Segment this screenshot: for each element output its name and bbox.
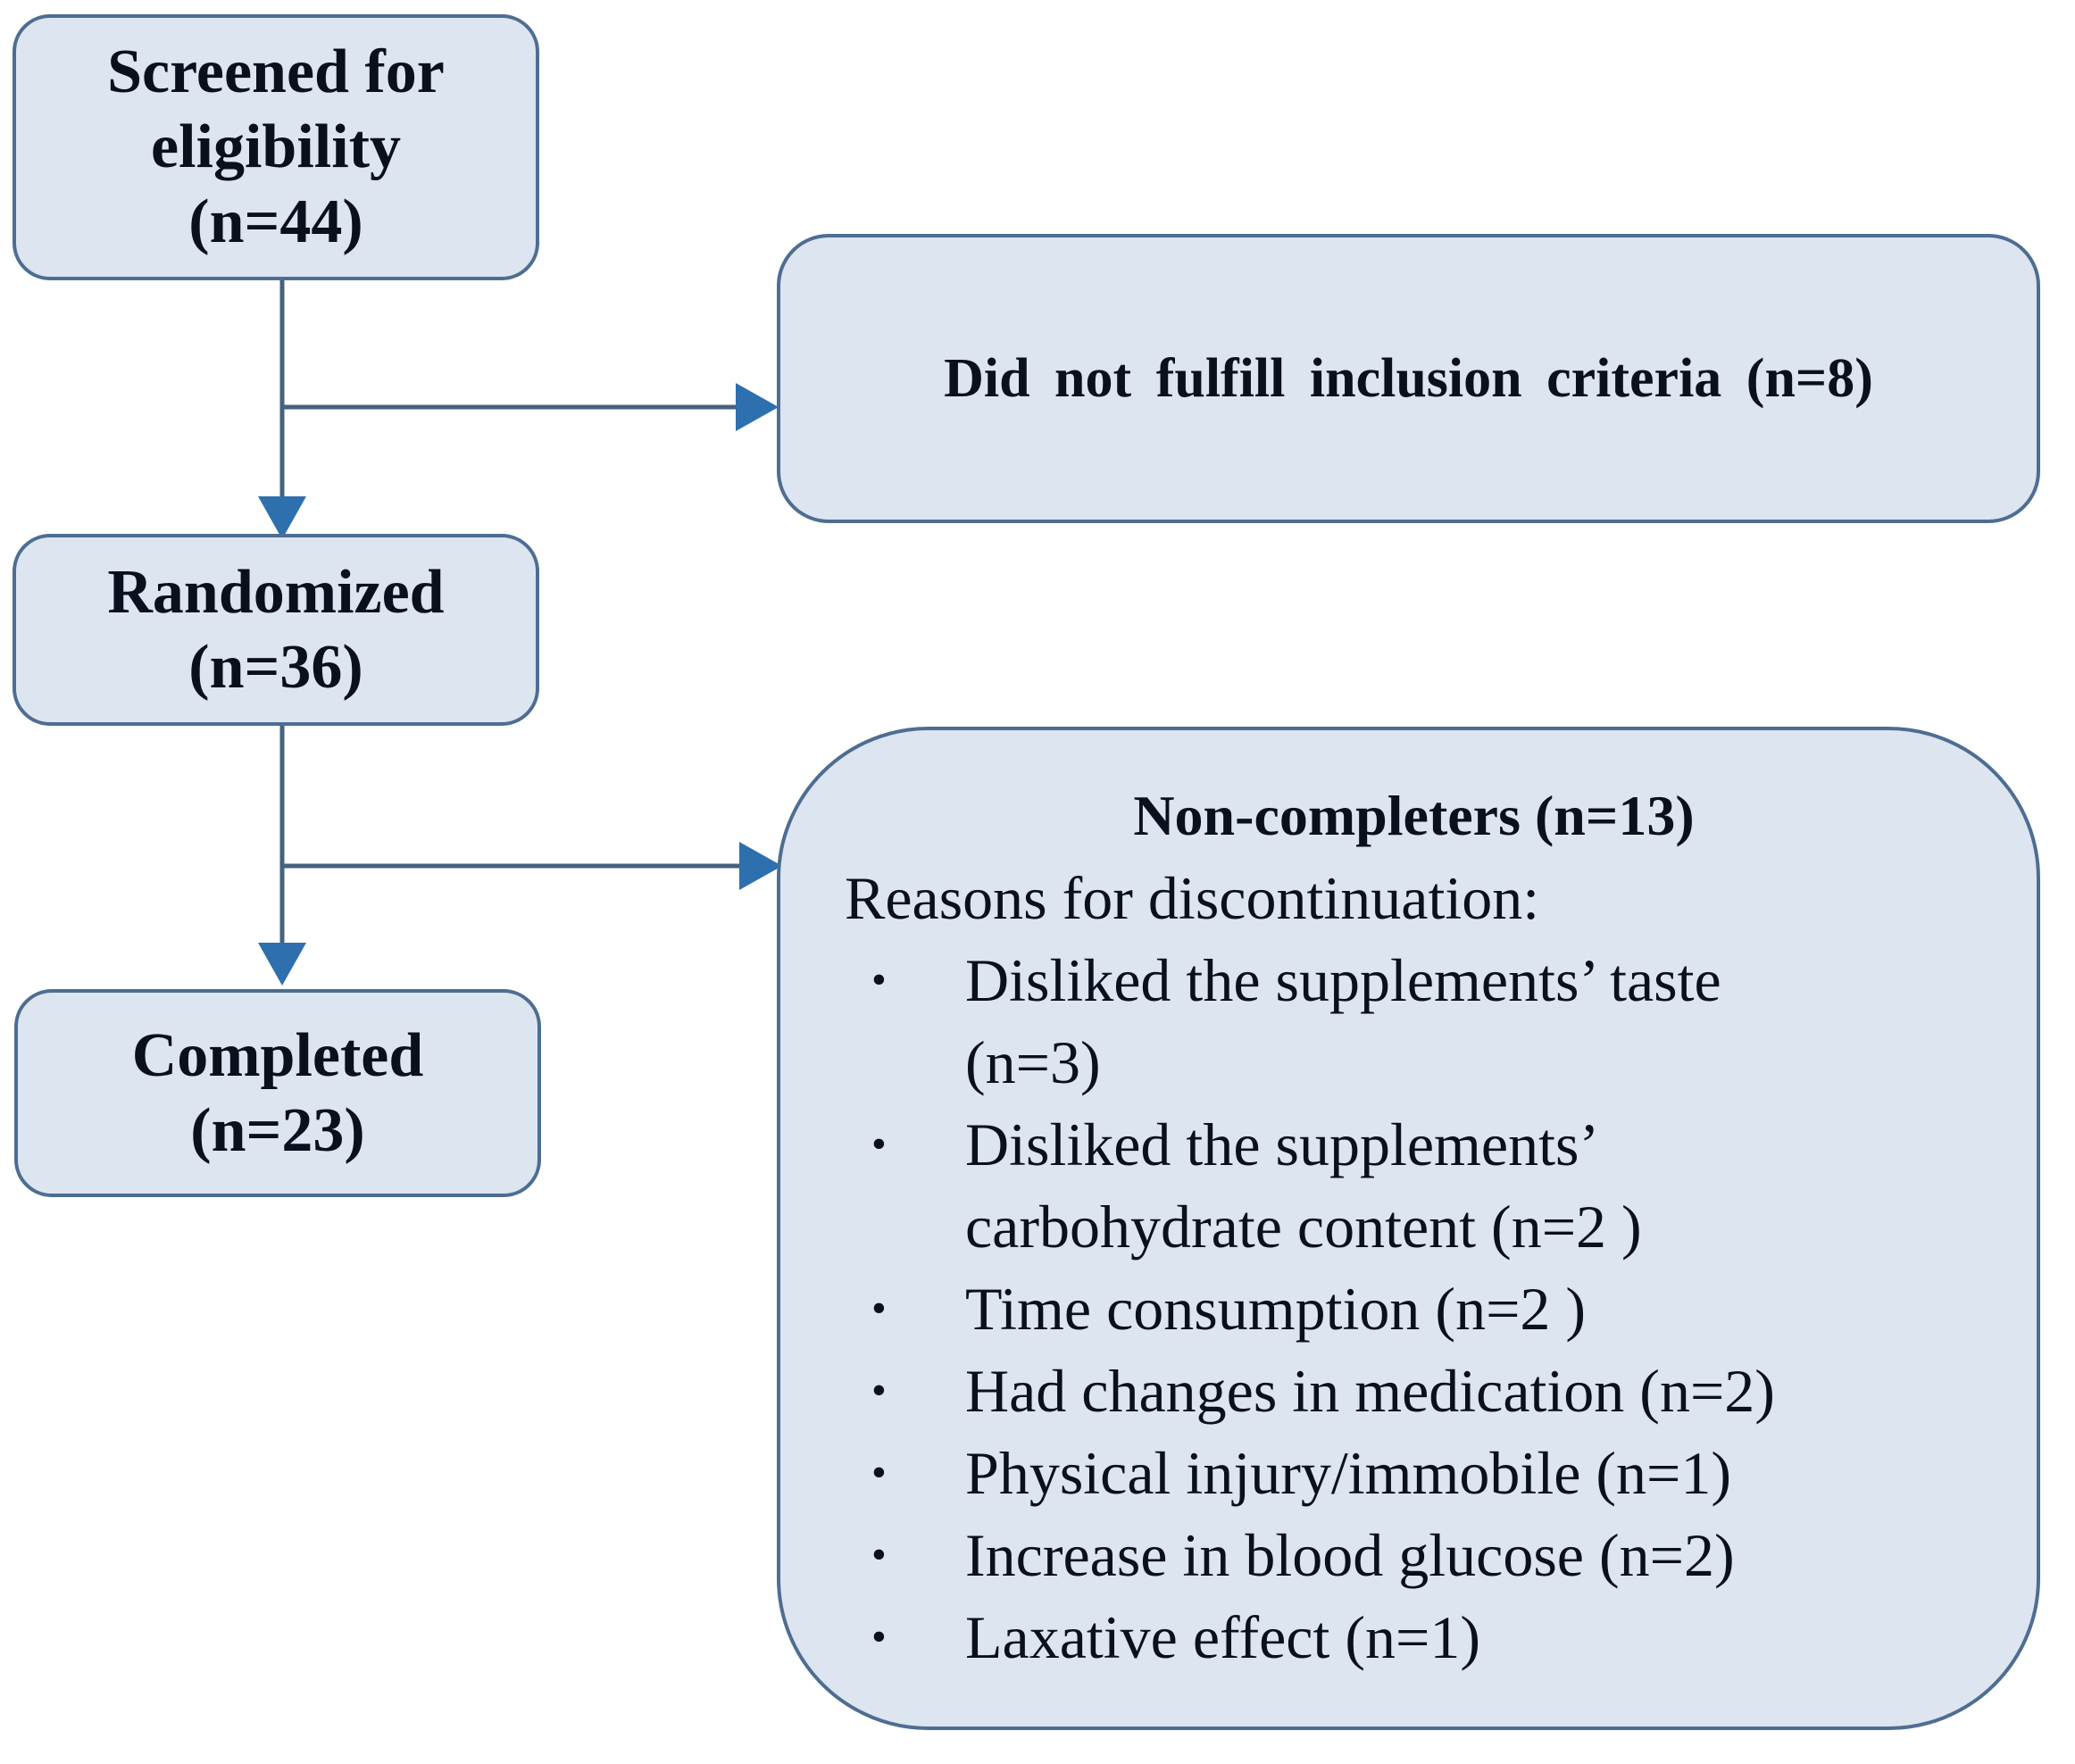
list-item: • Increase in blood glucose (n=2)	[845, 1514, 1983, 1596]
arrow-screened-to-randomized	[258, 280, 306, 539]
list-item: • Time consumption (n=2 )	[845, 1268, 1983, 1350]
arrow-randomized-to-noncompleters	[282, 842, 782, 890]
bullet-icon: •	[871, 1367, 887, 1414]
bullet-text: Disliked the supplements’ taste (n=3)	[965, 946, 1721, 1096]
bullet-text: Disliked the supplements’ carbohydrate c…	[965, 1111, 1642, 1261]
bullet-icon: •	[871, 1120, 887, 1168]
list-item: • Had changes in medication (n=2)	[845, 1350, 1983, 1432]
screened-line-2: eligibility	[151, 112, 401, 181]
arrow-right-icon	[736, 383, 779, 431]
bullet-icon: •	[871, 1531, 887, 1578]
excluded-label: Did not fulfill inclusion criteria (n=8)	[944, 347, 1873, 409]
arrow-down-icon	[258, 496, 306, 539]
list-item: • Laxative effect (n=1)	[845, 1596, 1983, 1678]
screened-count: (n=44)	[188, 187, 363, 256]
arrow-right-icon	[739, 842, 782, 890]
bullet-icon: •	[871, 956, 887, 1003]
bullet-text: Had changes in medication (n=2)	[965, 1357, 1775, 1425]
arrow-randomized-to-completed	[258, 726, 306, 986]
bullet-text: Time consumption (n=2 )	[965, 1275, 1587, 1343]
arrow-down-icon	[258, 943, 306, 986]
noncompleters-title: Non-completers (n=13)	[1133, 784, 1695, 847]
bullet-icon: •	[871, 1449, 887, 1496]
list-item: • Disliked the supplements’ carbohydrate…	[845, 1103, 1983, 1268]
completed-line-1: Completed	[131, 1020, 424, 1090]
completed-count: (n=23)	[190, 1095, 365, 1165]
bullet-icon: •	[871, 1285, 887, 1332]
bullet-icon: •	[871, 1613, 887, 1660]
bullet-text: Increase in blood glucose (n=2)	[965, 1521, 1735, 1589]
randomized-line-1: Randomized	[107, 557, 445, 627]
bullet-text: Physical injury/immobile (n=1)	[965, 1439, 1732, 1507]
excluded-box: Did not fulfill inclusion criteria (n=8)	[777, 234, 2040, 523]
completed-box: Completed (n=23)	[14, 989, 541, 1197]
list-item: • Physical injury/immobile (n=1)	[845, 1432, 1983, 1514]
randomized-count: (n=36)	[188, 632, 363, 702]
noncompleters-subtitle: Reasons for discontinuation:	[845, 864, 1540, 932]
screened-box: Screened for eligibility (n=44)	[12, 14, 539, 280]
noncompleters-box: Non-completers (n=13) Reasons for discon…	[777, 727, 2040, 1730]
bullet-text: Laxative effect (n=1)	[965, 1603, 1481, 1671]
screened-line-1: Screened for	[107, 37, 445, 106]
randomized-box: Randomized (n=36)	[12, 534, 539, 726]
list-item: • Disliked the supplements’ taste (n=3)	[845, 939, 1983, 1103]
arrow-screened-to-excluded	[282, 383, 779, 431]
